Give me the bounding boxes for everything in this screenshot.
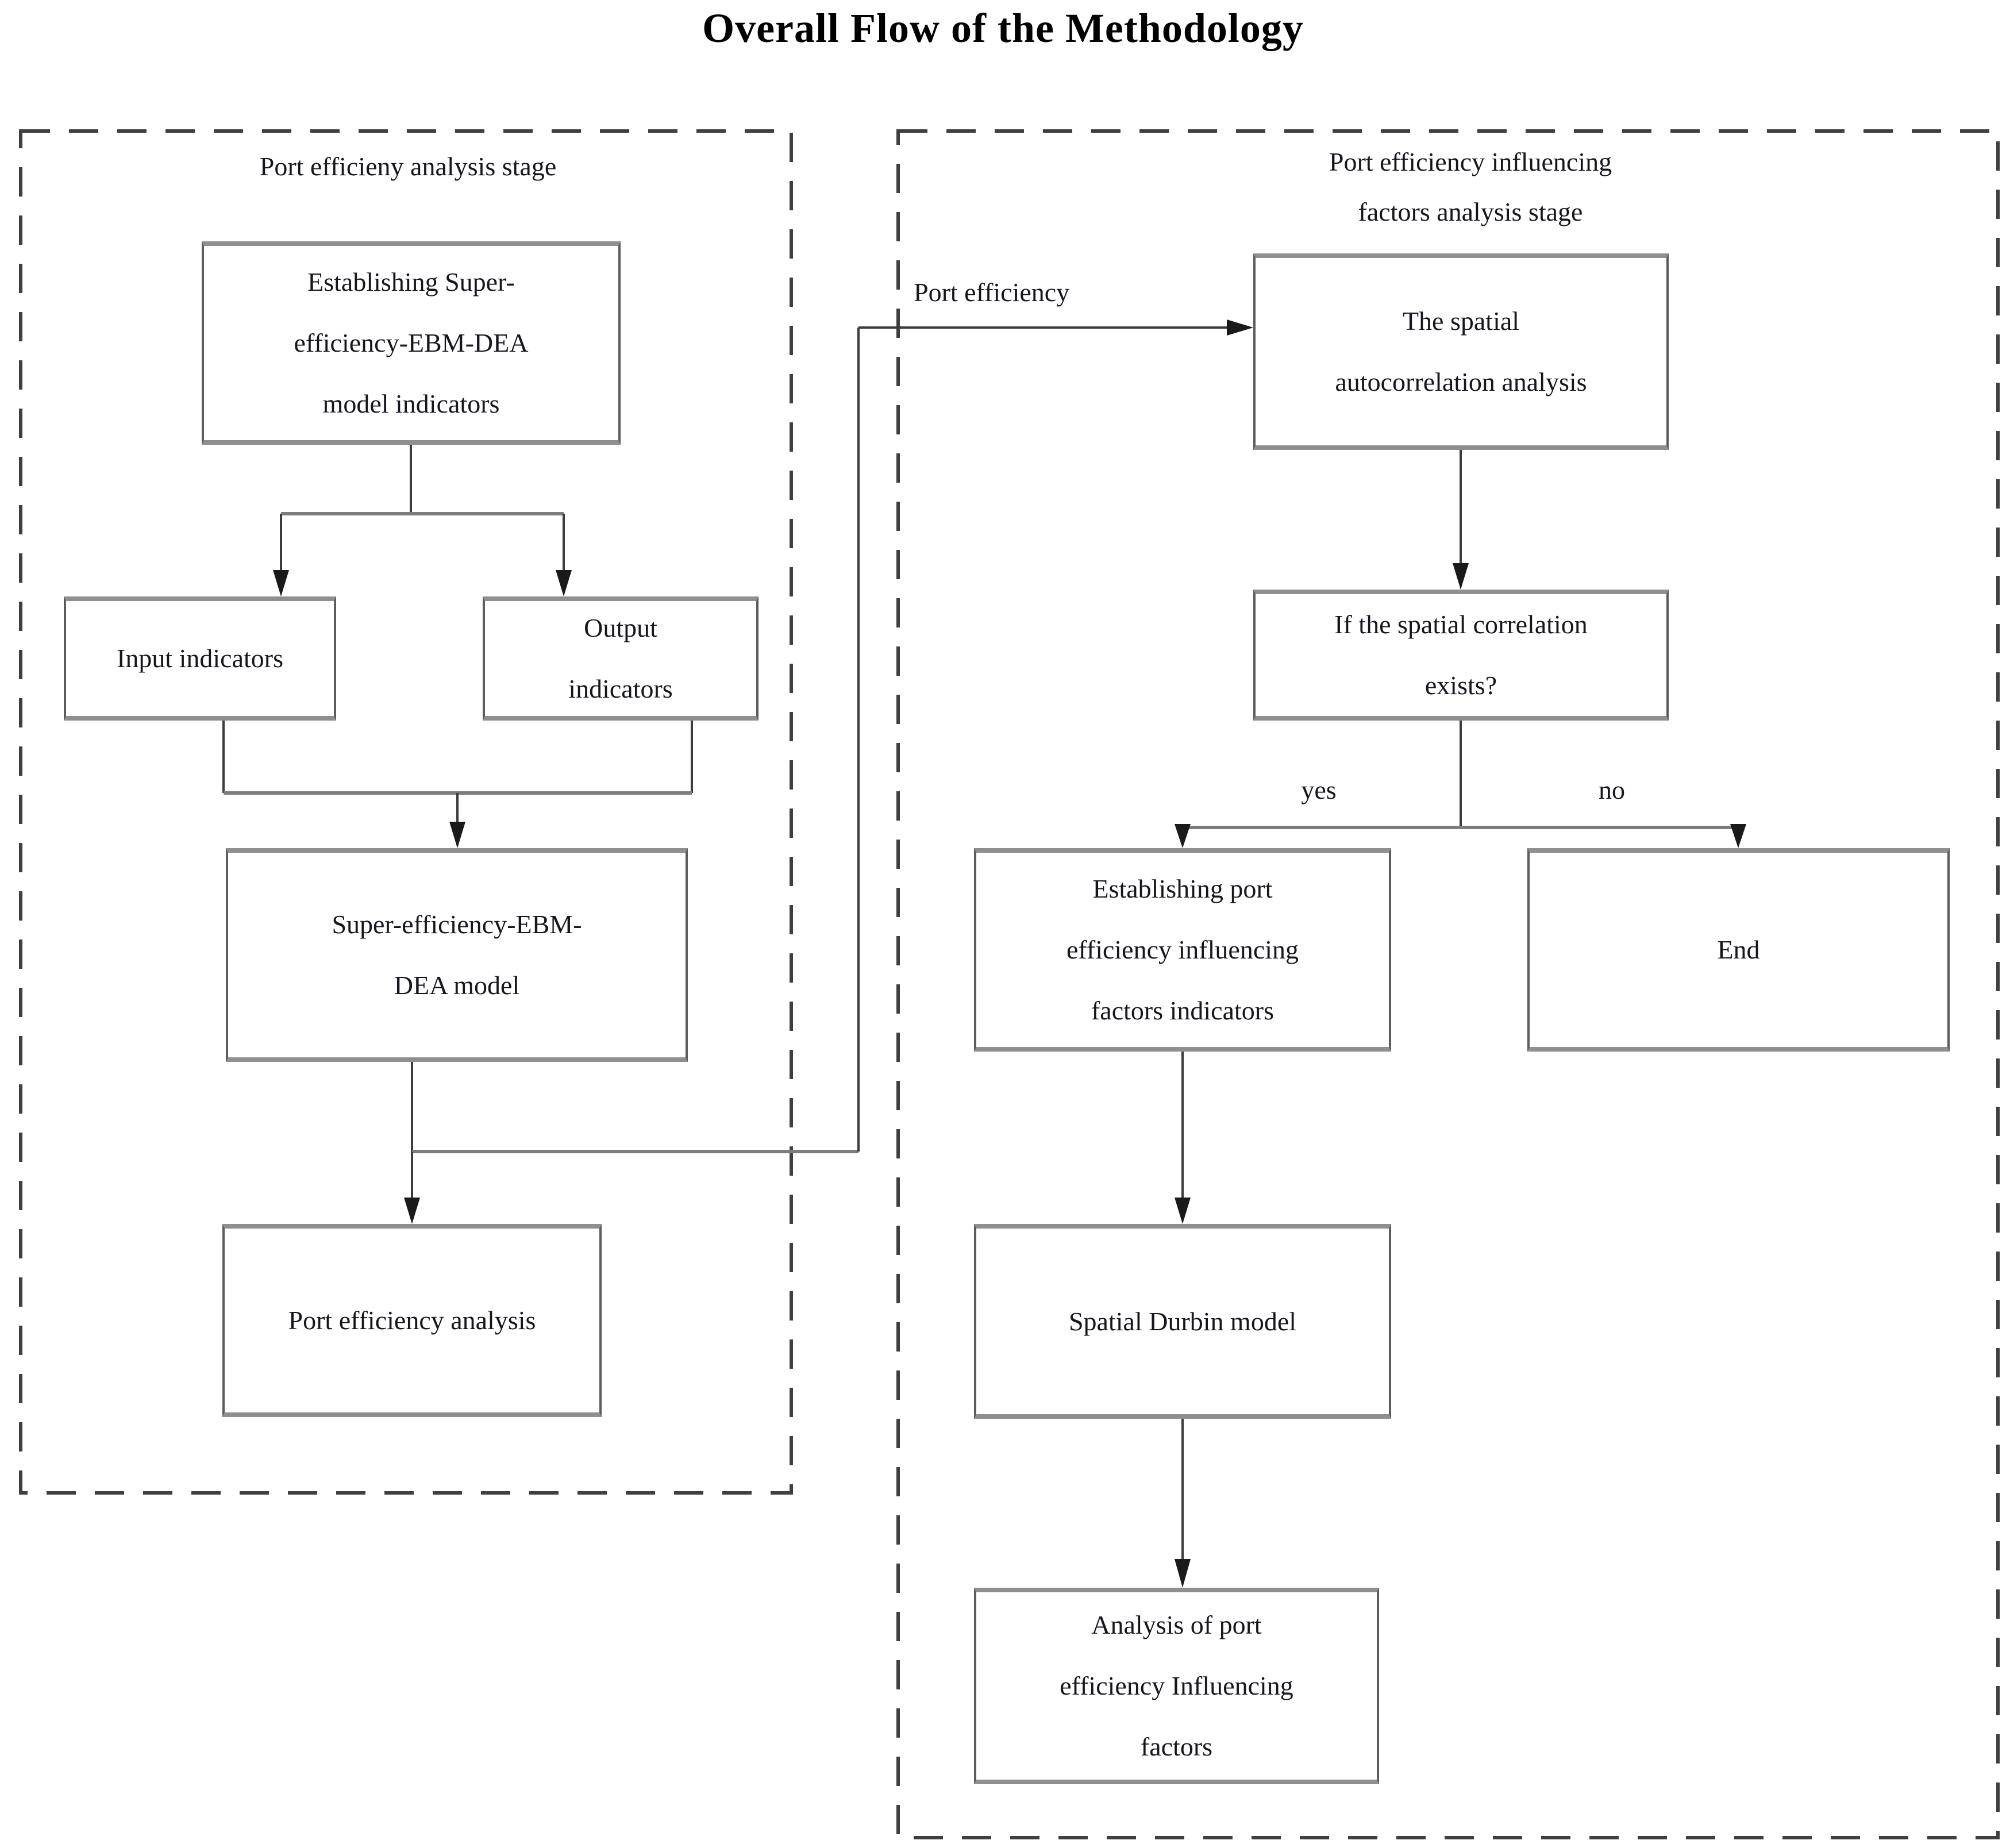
right-stage-border xyxy=(896,129,2000,1839)
arrowhead-no xyxy=(1730,824,1746,848)
node-output-indicators: Output indicators xyxy=(483,596,758,721)
edge-label-port-efficiency: Port efficiency xyxy=(914,278,1070,307)
arrowhead-durbin xyxy=(1175,1198,1191,1224)
node-port-efficiency-analysis: Port efficiency analysis xyxy=(222,1224,602,1417)
node-input-indicators: Input indicators xyxy=(64,596,336,721)
left-stage-title: Port efficieny analysis stage xyxy=(259,152,557,181)
diagram-title: Overall Flow of the Methodology xyxy=(702,5,1304,51)
node-establish-factor-indicators: Establishing port efficiency influencing… xyxy=(974,848,1391,1052)
edge-label-no: no xyxy=(1599,775,1625,804)
node-analysis-of-factors: Analysis of port efficiency Influencing … xyxy=(974,1588,1379,1784)
right-stage-title: Port efficiency influencing factors anal… xyxy=(1329,147,1612,227)
arrowhead-model xyxy=(449,822,465,848)
left-stage-border xyxy=(19,129,793,1495)
node-spatial-correlation-exists: If the spatial correlation exists? xyxy=(1253,590,1669,721)
node-spatial-durbin-model: Spatial Durbin model xyxy=(974,1224,1391,1419)
arrowhead-output xyxy=(556,570,572,596)
node-spatial-autocorrelation: The spatial autocorrelation analysis xyxy=(1253,253,1669,450)
node-super-efficiency-model: Super-efficiency-EBM- DEA model xyxy=(226,848,688,1062)
arrowhead-exists xyxy=(1453,563,1469,590)
arrowhead-port-analysis xyxy=(404,1198,420,1224)
arrowhead-yes xyxy=(1175,824,1191,848)
edge-label-yes: yes xyxy=(1301,775,1337,804)
node-end: End xyxy=(1527,848,1950,1052)
arrowhead-input xyxy=(273,570,289,596)
arrowhead-analysis xyxy=(1175,1559,1191,1588)
arrowhead-spatial-autocorrelation xyxy=(1227,319,1253,336)
node-establish-model-indicators: Establishing Super- efficiency-EBM-DEA m… xyxy=(202,241,621,445)
